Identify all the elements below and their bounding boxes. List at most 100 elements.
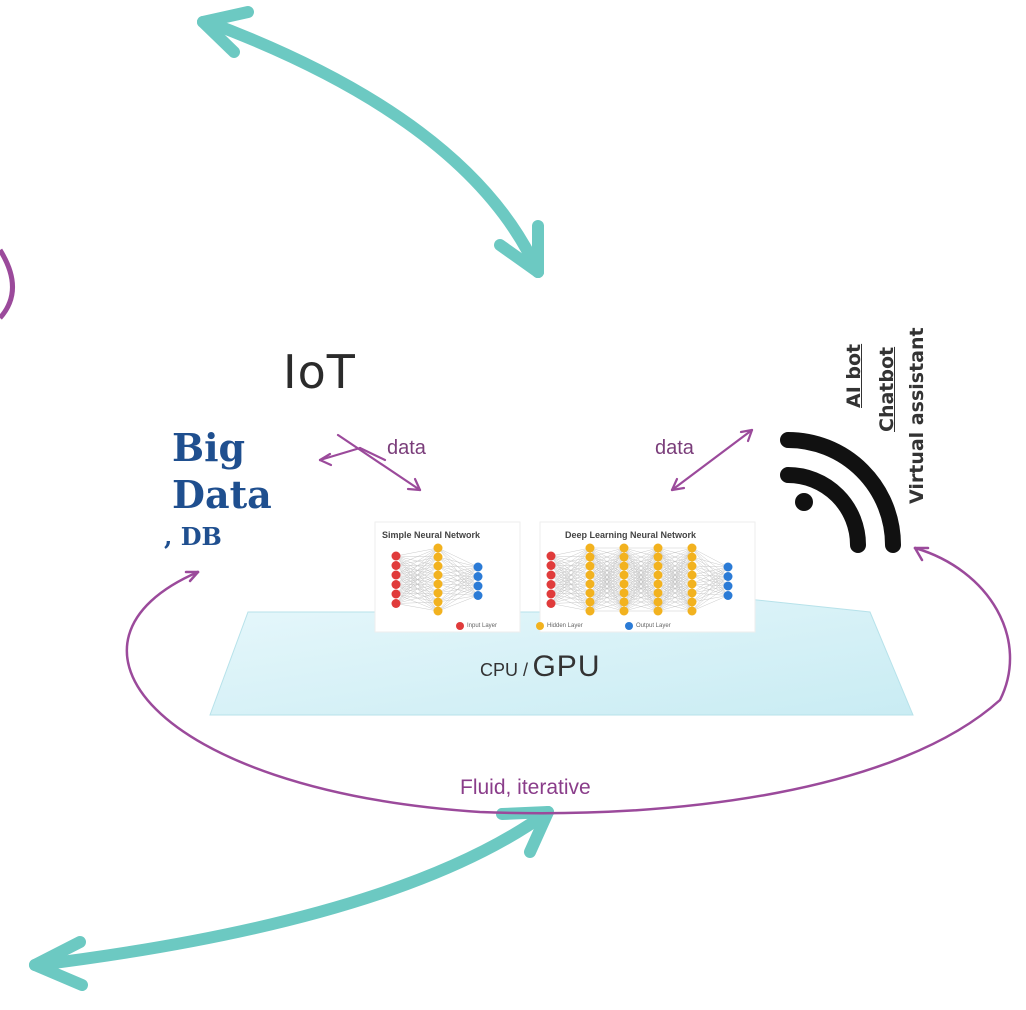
nn-link <box>589 556 625 612</box>
nn-link <box>623 574 659 612</box>
nn-link <box>691 574 729 596</box>
nn-link <box>395 565 439 603</box>
nn-link <box>550 592 591 604</box>
nn-node <box>473 562 483 572</box>
nn-link <box>589 565 625 612</box>
nn-link <box>589 547 625 603</box>
nn-link <box>550 555 591 567</box>
nn-node <box>546 570 556 580</box>
legend-dot-hidden <box>536 622 544 630</box>
nn-link <box>550 547 591 576</box>
simple-nn-title: Simple Neural Network <box>382 530 481 540</box>
nn-link <box>550 584 591 612</box>
nn-link <box>691 565 729 568</box>
nn-link <box>589 547 625 594</box>
nn-link <box>623 547 659 558</box>
nn-link <box>691 547 729 568</box>
nn-link <box>437 565 479 596</box>
nn-link <box>550 547 591 566</box>
nn-link <box>437 566 479 612</box>
nn-link <box>691 556 729 596</box>
nn-link <box>437 556 479 596</box>
nn-link <box>395 565 439 585</box>
nn-link <box>691 556 729 568</box>
nn-link <box>550 583 591 585</box>
nn-node <box>619 570 629 580</box>
nn-link <box>691 595 729 612</box>
legend-hidden: Hidden Layer <box>547 623 583 629</box>
gpu-label: GPU <box>532 650 601 683</box>
nn-link <box>657 601 693 612</box>
nn-link <box>550 555 591 576</box>
nn-link <box>623 547 659 567</box>
nn-node <box>585 597 595 607</box>
nn-link <box>395 584 439 603</box>
nn-link <box>550 565 591 567</box>
nn-link <box>437 556 479 577</box>
nn-link <box>589 592 625 612</box>
nn-link <box>395 574 439 603</box>
ai-bot-label: AI bot <box>843 343 865 408</box>
nn-link <box>437 574 479 587</box>
nn-node <box>687 606 697 616</box>
nn-link <box>623 547 659 576</box>
nn-link <box>691 592 729 596</box>
nn-link <box>657 547 693 612</box>
purple-loop <box>125 546 1012 815</box>
nn-link <box>395 601 439 604</box>
nn-link <box>550 574 591 603</box>
nn-link <box>395 547 439 585</box>
nn-link <box>395 555 439 567</box>
nn-link <box>437 547 479 596</box>
nn-link <box>395 565 439 612</box>
nn-link <box>550 584 591 594</box>
nn-link <box>623 547 659 585</box>
nn-node <box>546 551 556 561</box>
nn-link <box>691 565 729 587</box>
wifi-signal-icon <box>780 432 901 553</box>
nn-link <box>395 584 439 594</box>
nn-link <box>437 566 479 585</box>
nn-node <box>687 597 697 607</box>
nn-link <box>691 585 729 612</box>
nn-link <box>589 547 625 558</box>
teal-arrow-top <box>197 6 544 278</box>
nn-node <box>653 588 663 598</box>
nn-node <box>546 589 556 599</box>
nn-node <box>585 561 595 571</box>
nn-link <box>395 583 439 585</box>
nn-node <box>653 543 663 553</box>
nn-link <box>657 574 693 612</box>
nn-link <box>437 565 479 577</box>
nn-link <box>691 574 729 587</box>
nn-link <box>589 601 625 612</box>
nn-link <box>437 583 479 596</box>
nn-node <box>473 572 483 581</box>
data-label-right: data <box>655 437 694 459</box>
nn-link <box>550 556 591 604</box>
nn-node <box>391 570 401 580</box>
nn-node <box>433 543 443 553</box>
nn-node <box>723 581 733 591</box>
big-data-line3: , DB <box>164 522 222 551</box>
nn-link <box>395 555 439 576</box>
nn-link <box>437 576 479 612</box>
nn-link <box>395 556 439 604</box>
nn-link <box>395 565 439 594</box>
nn-link <box>550 555 591 585</box>
nn-node <box>619 597 629 607</box>
nn-node <box>546 561 556 570</box>
nn-link <box>550 593 591 612</box>
nn-link <box>589 583 625 612</box>
nn-link <box>437 583 479 587</box>
cpu-label: CPU / <box>480 660 529 680</box>
nn-node <box>585 606 595 616</box>
nn-link <box>691 595 729 603</box>
nn-node <box>687 570 697 580</box>
nn-node <box>433 606 443 616</box>
iot-label: IoT <box>283 345 356 399</box>
virtual-assistant-label: Virtual assistant <box>906 327 928 504</box>
nn-link <box>437 556 479 587</box>
nn-link <box>657 547 693 603</box>
